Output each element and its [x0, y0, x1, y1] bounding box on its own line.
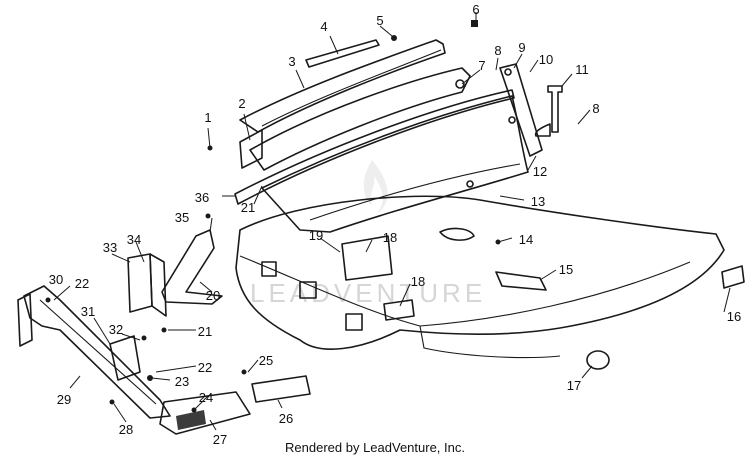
callout-10: 10: [539, 52, 553, 67]
callout-27: 27: [213, 432, 227, 447]
callout-23: 23: [175, 374, 189, 389]
callout-18b: 18: [411, 274, 425, 289]
callout-22b: 22: [198, 360, 212, 375]
callout-5: 5: [376, 13, 383, 28]
callout-14: 14: [519, 232, 533, 247]
callout-22: 22: [75, 276, 89, 291]
callout-20: 20: [206, 288, 220, 303]
leader-lines: [53, 12, 731, 431]
callout-3: 3: [288, 54, 295, 69]
callout-28: 28: [119, 422, 133, 437]
body-shell: [235, 195, 725, 350]
callout-13: 13: [531, 194, 545, 209]
callout-21: 21: [241, 200, 255, 215]
footer-credit: Rendered by LeadVenture, Inc.: [285, 440, 465, 455]
hardware-fasteners: [45, 20, 501, 413]
stand-bracket: [161, 229, 223, 305]
seal-strip: [234, 89, 515, 205]
callout-8b: 8: [592, 101, 599, 116]
callout-19: 19: [309, 228, 323, 243]
callout-24: 24: [199, 390, 213, 405]
callout-8: 8: [494, 43, 501, 58]
small-bracket-15: [495, 271, 547, 291]
watermark-logo: [363, 160, 388, 214]
callout-15: 15: [559, 262, 573, 277]
callout-33: 33: [103, 240, 117, 255]
callout-1: 1: [204, 110, 211, 125]
callout-35: 35: [175, 210, 189, 225]
callout-25: 25: [259, 353, 273, 368]
callout-12: 12: [533, 164, 547, 179]
callout-21b: 21: [198, 324, 212, 339]
left-upright: [127, 253, 153, 313]
callout-11: 11: [575, 62, 589, 77]
callout-30: 30: [49, 272, 63, 287]
callout-17: 17: [567, 378, 581, 393]
trim-strip: [305, 39, 380, 68]
frame-bracket: [109, 335, 141, 381]
callout-9: 9: [518, 40, 525, 55]
callout-4: 4: [320, 19, 327, 34]
callout-18: 18: [383, 230, 397, 245]
callout-16: 16: [727, 309, 741, 324]
callout-26: 26: [279, 411, 293, 426]
mid-rail: [249, 67, 471, 171]
hinge-post: [547, 85, 563, 133]
end-cap: [721, 265, 745, 289]
callout-labels: 1 2 3 4 5 6 7 8 9 10 11 8 12 13 14 15 16…: [49, 2, 741, 447]
callout-29: 29: [57, 392, 71, 407]
hood-panel: [261, 95, 529, 233]
callout-36: 36: [195, 190, 209, 205]
callout-7: 7: [478, 58, 485, 73]
watermark-text: LEADVENTURE: [250, 278, 486, 308]
front-frame: [23, 285, 171, 419]
drain-plug: [586, 350, 610, 370]
bumper-bar: [159, 391, 251, 435]
callout-6: 6: [472, 2, 479, 17]
callout-34: 34: [127, 232, 141, 247]
callout-2: 2: [238, 96, 245, 111]
callout-31: 31: [81, 304, 95, 319]
side-bracket-18: [341, 235, 393, 281]
callout-32: 32: [109, 322, 123, 337]
upper-rail: [239, 39, 446, 133]
side-arm: [499, 63, 543, 157]
end-bracket-left: [239, 129, 263, 169]
mount-plate: [251, 375, 311, 403]
